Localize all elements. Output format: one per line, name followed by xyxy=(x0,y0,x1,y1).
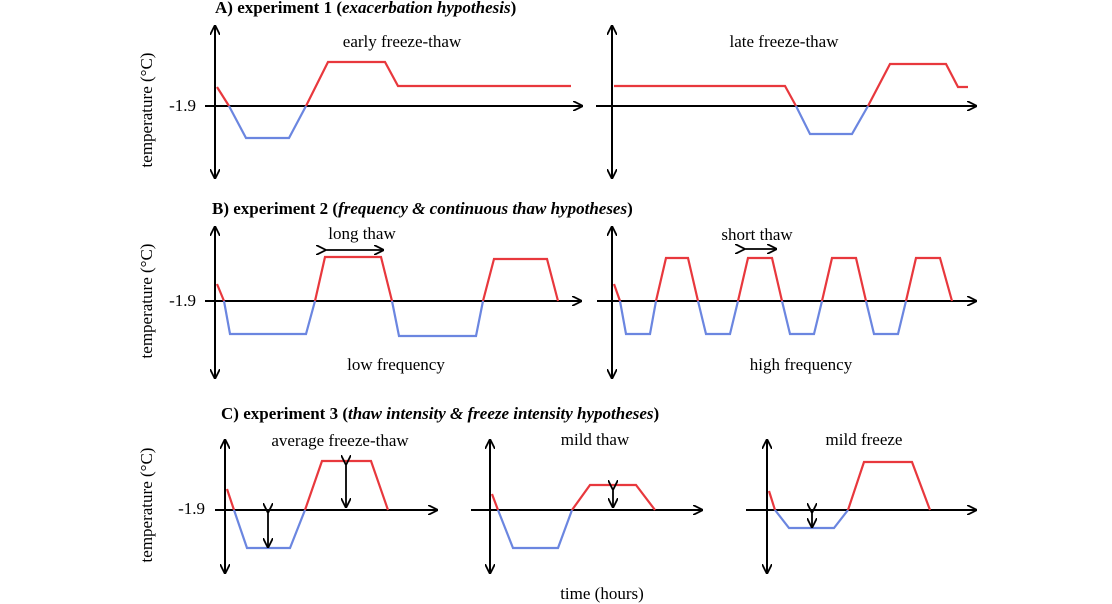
section-b-title: B) experiment 2 (frequency & continuous … xyxy=(212,199,633,218)
panel-b2-cold-3 xyxy=(780,300,824,336)
panel-a1-cold-segment xyxy=(228,105,307,140)
panel-b2-warm-0 xyxy=(612,283,622,302)
panel-a2-warm-segment xyxy=(614,84,797,107)
threshold-label-a: -1.9 xyxy=(169,96,196,115)
panel-c1-warm-1 xyxy=(225,488,236,511)
panel-b1-bottom-label: low frequency xyxy=(347,355,445,374)
panel-b1-title: long thaw xyxy=(328,224,396,243)
panel-c2-title: mild thaw xyxy=(561,430,630,449)
panel-c1-cold-1 xyxy=(232,509,307,550)
section-a-title: A) experiment 1 (exacerbation hypothesis… xyxy=(215,0,516,17)
panel-a2-title: late freeze-thaw xyxy=(730,32,840,51)
y-axis-label-c: temperature (°C) xyxy=(137,448,156,563)
section-c-title: C) experiment 3 (thaw intensity & freeze… xyxy=(221,404,659,423)
panel-b1-warm-3 xyxy=(481,257,560,302)
panel-a1-title: early freeze-thaw xyxy=(343,32,462,51)
panel-c2-axes xyxy=(471,440,702,573)
panel-c3-title: mild freeze xyxy=(826,430,903,449)
panel-b2-warm-2 xyxy=(736,256,784,302)
panel-c3-cold-1 xyxy=(774,509,849,530)
panel-a1-warm-segment-2 xyxy=(305,60,571,107)
panel-a2-axes xyxy=(596,26,976,178)
panel-b2-cold-2 xyxy=(696,300,740,336)
threshold-label-b: -1.9 xyxy=(169,291,196,310)
panel-b2-axes xyxy=(597,227,976,378)
panel-c1-title: average freeze-thaw xyxy=(271,431,409,450)
panel-c2-warm-1 xyxy=(490,493,500,511)
panel-b2-cold-4 xyxy=(864,300,908,336)
panel-b2-warm-1 xyxy=(654,256,700,302)
panel-b1-cold-2 xyxy=(390,300,485,338)
panel-b1-warm-1 xyxy=(215,283,226,302)
panel-b2-bottom-label: high frequency xyxy=(750,355,853,374)
panel-c3-warm-2 xyxy=(846,460,932,511)
panel-b2-title: short thaw xyxy=(721,225,793,244)
panel-b1-cold-1 xyxy=(222,300,317,336)
y-axis-label-a: temperature (°C) xyxy=(137,53,156,168)
threshold-label-c: -1.9 xyxy=(178,499,205,518)
panel-c1-axes xyxy=(215,440,437,573)
panel-b2-warm-4 xyxy=(904,256,954,302)
panel-c2-cold-1 xyxy=(496,509,574,550)
panel-b2-warm-3 xyxy=(820,256,868,302)
x-axis-label: time (hours) xyxy=(560,584,644,603)
panel-a2-cold-segment xyxy=(795,105,869,136)
panel-c3-axes xyxy=(746,440,976,573)
panel-b1-warm-2 xyxy=(313,255,394,302)
panel-a1-warm-segment xyxy=(216,86,230,107)
panel-c3-warm-1 xyxy=(767,490,777,511)
panel-b2-cold-1 xyxy=(618,300,658,336)
y-axis-label-b: temperature (°C) xyxy=(137,244,156,359)
panel-a1-axes xyxy=(205,26,582,178)
panel-a2-warm-segment-2 xyxy=(867,62,968,107)
